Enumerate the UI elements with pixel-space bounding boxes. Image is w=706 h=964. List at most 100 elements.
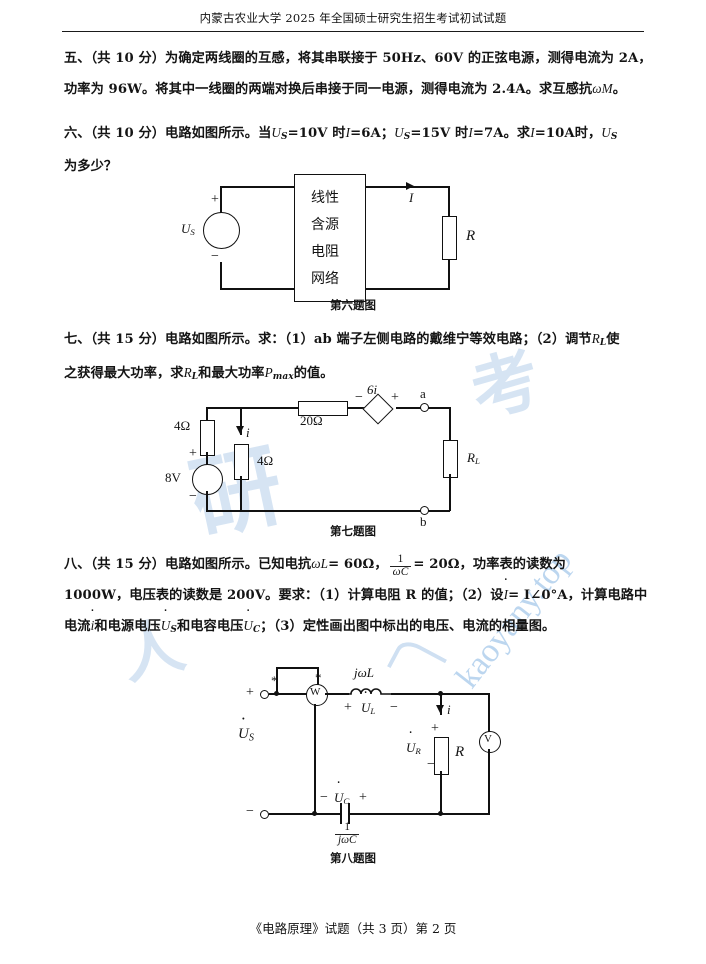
q8-resistor-label: R — [455, 744, 465, 760]
q7-label-4ohm-left: 4Ω — [174, 418, 191, 433]
q8-omega-l: ωL — [311, 556, 329, 571]
q8-cap-frac-num: 1 — [335, 821, 360, 835]
q8-l3-a: 电流 — [64, 619, 91, 634]
q7-pmax: P — [264, 365, 273, 381]
q8-plus-terminal-sign: + — [246, 685, 254, 700]
q7-voltage-source-8V — [192, 464, 223, 495]
q8-resistor-R — [434, 737, 449, 775]
q8-l1-c: = 20Ω，功率表的读数为 — [413, 557, 566, 572]
q7-wire-load-top — [449, 407, 451, 441]
q8-ul-label: UL — [361, 700, 375, 716]
q8-star-right: * — [315, 670, 322, 685]
q8-i-phasor: I — [504, 580, 509, 610]
question-7-caption: 第七题图 — [330, 524, 376, 538]
q7-wire-top-right — [396, 407, 450, 409]
q8-wire-in-top — [269, 693, 311, 695]
q7-current-label: i — [246, 425, 250, 440]
q7-rl-2-sub: L — [191, 372, 199, 383]
q8-wire-volt-bottom — [440, 813, 490, 815]
q8-cap-frac-den: jωC — [338, 833, 357, 846]
q6-resistor-R — [442, 216, 457, 260]
q6-box-line-1: 线性 — [311, 190, 339, 206]
q5-line-1: 五、（共 10 分）为确定两线圈的互感，将其串联接于 50Hz、60V 的正弦电… — [64, 51, 652, 66]
q8-source-label: US — [238, 726, 254, 744]
q5-line-2: 功率为 96W。将其中一线圈的两端对换后串接于同一电源，测得电流为 2.4A。求… — [64, 74, 642, 105]
q5-line2-pre: 功率为 96W。将其中一线圈的两端对换后串接于同一电源，测得电流为 2.4A。求… — [64, 82, 593, 97]
q8-current-label: i — [447, 702, 451, 717]
q8-node-bottom-left — [312, 811, 317, 816]
q7-l1-a: 七、（共 15 分）电路如图所示。求：（1）ab 端子左侧电路的戴维宁等效电路；… — [64, 332, 592, 347]
question-7-text: 七、（共 15 分）电路如图所示。求：（1）ab 端子左侧电路的戴维宁等效电路；… — [64, 324, 642, 392]
q6-l1-e: =7A。求 — [472, 126, 531, 141]
q8-l3-d: ；（3）定性画出图中标出的电压、电流的相量图。 — [260, 619, 556, 634]
q6-wire-left-upper — [220, 186, 222, 214]
question-8-caption: 第八题图 — [330, 851, 376, 865]
q7-terminal-b — [420, 506, 429, 515]
q7-source-plus-sign: + — [189, 446, 197, 461]
q7-wire-left-bottom — [206, 491, 208, 511]
q8-l1-b: = 60Ω， — [328, 557, 388, 572]
q6-i-1: I — [345, 125, 351, 140]
q7-source-label-8V: 8V — [165, 470, 181, 485]
q7-resistor-RL — [443, 440, 458, 478]
question-6-text: 六、（共 10 分）电路如图所示。当US=10V 时I=6A；US=15V 时I… — [64, 118, 642, 182]
q7-label-20ohm: 20Ω — [300, 413, 323, 428]
page-footer: 《电路原理》试题（共 3 页）第 2 页 — [249, 921, 457, 936]
q6-wire-top — [220, 186, 450, 188]
q6-box-line-2: 含源 — [311, 217, 339, 233]
q7-wire-bottom — [206, 510, 450, 512]
q8-terminal-plus — [260, 690, 269, 699]
q7-resistor-20ohm — [298, 401, 348, 416]
q7-label-4ohm-mid: 4Ω — [257, 453, 274, 468]
q8-inductor-label: jωL — [354, 665, 375, 680]
q8-terminal-minus — [260, 810, 269, 819]
q8-wire-R-top — [440, 693, 442, 715]
q7-label-RL-sub: L — [474, 456, 480, 467]
q8-ur-label: UR — [406, 740, 421, 756]
q7-resistor-4ohm-left — [200, 420, 215, 456]
q8-node-top-right — [438, 691, 443, 696]
q6-box-line-3: 电阻 — [311, 244, 339, 260]
q7-wire-left-top — [206, 407, 208, 422]
q8-ul-label-text: U — [361, 700, 370, 716]
q6-l1-d: =15V 时 — [410, 126, 469, 141]
page-header: 内蒙古农业大学 2025 年全国硕士研究生招生考试初试试题 — [199, 11, 507, 25]
q8-ur-plus-sign: + — [431, 721, 439, 736]
q7-source-minus-sign: − — [189, 489, 197, 504]
q8-ur-label-text: U — [406, 740, 415, 756]
q6-us-1-sub: S — [280, 132, 288, 143]
q8-wm-loop-right — [317, 667, 319, 685]
q7-resistor-4ohm-mid — [234, 444, 249, 480]
q8-l3-uc-sub: C — [253, 625, 261, 636]
q7-rl-1: R — [591, 331, 600, 346]
q5-line2-post: 。 — [612, 82, 626, 97]
q8-wire-volt-upper — [488, 693, 490, 733]
q6-wire-right-upper — [448, 186, 450, 216]
q6-us-1: U — [271, 125, 281, 140]
q8-l1-a: 八、（共 15 分）电路如图所示。已知电抗 — [64, 557, 312, 572]
q6-us-2-sub: S — [403, 132, 411, 143]
q6-source-label-sub: S — [190, 227, 195, 238]
q7-label-RL-text: R — [467, 450, 475, 465]
q7-terminal-a — [420, 403, 429, 412]
q8-wire-volt-top — [440, 693, 490, 695]
q6-line-1: 六、（共 10 分）电路如图所示。当US=10V 时I=6A；US=15V 时I… — [64, 118, 642, 152]
q7-rl-1-sub: L — [599, 338, 607, 349]
q8-ul-label-sub: L — [370, 706, 376, 717]
q8-voltmeter — [479, 731, 501, 753]
q8-wattmeter-label: W — [310, 686, 321, 698]
q6-l1-f: =10A时， — [534, 126, 602, 141]
q8-ul-minus-sign: − — [390, 700, 398, 715]
q8-capacitor-plate-right — [348, 803, 350, 824]
q8-wire-inductor-right — [391, 693, 447, 695]
q8-l3-us: U — [161, 611, 171, 641]
q8-star-left: * — [271, 673, 278, 688]
q8-ur-label-sub: R — [415, 746, 421, 757]
q7-wire-left-mid — [206, 452, 208, 466]
